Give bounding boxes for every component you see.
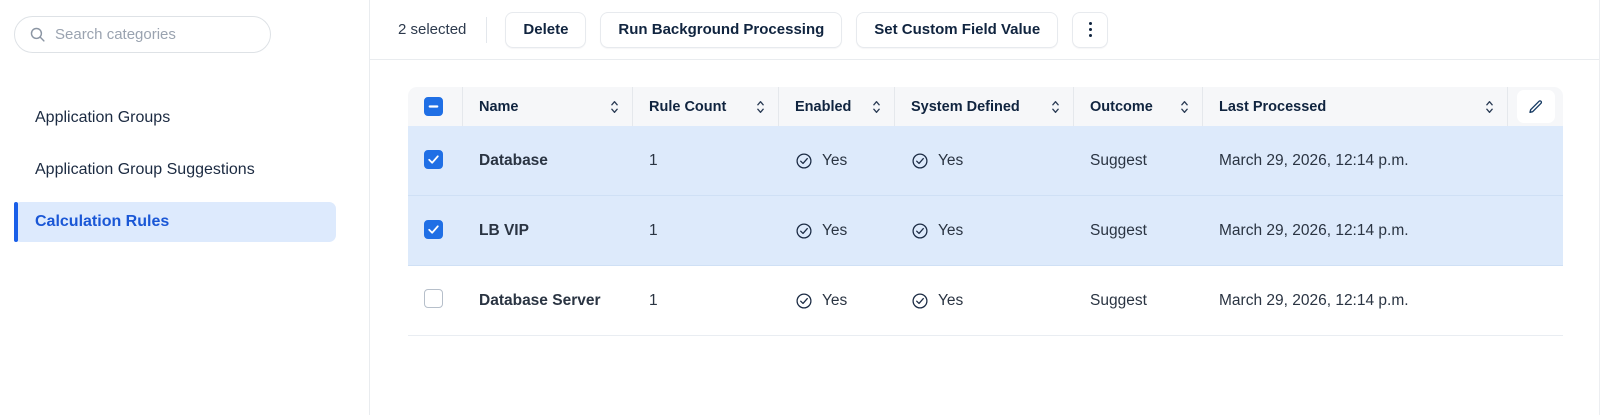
cell-last-processed: March 29, 2026, 12:14 p.m. bbox=[1203, 126, 1508, 196]
cell-system-defined: Yes bbox=[895, 266, 1074, 336]
cell-rule-count: 1 bbox=[633, 126, 779, 196]
cell-last-processed: March 29, 2026, 12:14 p.m. bbox=[1203, 266, 1508, 336]
column-label: System Defined bbox=[911, 98, 1020, 115]
cell-value: Yes bbox=[938, 291, 964, 309]
sort-arrows-icon[interactable] bbox=[1050, 99, 1061, 115]
cell-enabled: Yes bbox=[779, 196, 895, 266]
cell-value: Yes bbox=[822, 291, 848, 309]
sort-arrows-icon[interactable] bbox=[755, 99, 766, 115]
edit-columns-button[interactable] bbox=[1516, 90, 1555, 123]
cell-value: Yes bbox=[938, 151, 964, 169]
column-label: Rule Count bbox=[649, 98, 727, 115]
search-box[interactable] bbox=[14, 16, 271, 53]
sort-arrows-icon[interactable] bbox=[871, 99, 882, 115]
check-circle-icon bbox=[796, 222, 812, 239]
cell-value: Yes bbox=[822, 151, 848, 169]
sort-arrows-icon[interactable] bbox=[1179, 99, 1190, 115]
sidebar-nav: Application Groups Application Group Sug… bbox=[0, 98, 370, 254]
row-select-cell bbox=[408, 266, 463, 336]
table-row[interactable]: Database 1 Yes bbox=[408, 126, 1563, 196]
cell-rule-count: 1 bbox=[633, 196, 779, 266]
search-input[interactable] bbox=[55, 26, 256, 43]
kebab-menu-icon bbox=[1088, 22, 1092, 37]
set-custom-field-value-button[interactable]: Set Custom Field Value bbox=[856, 11, 1059, 48]
check-circle-icon bbox=[912, 292, 928, 309]
sort-arrows-icon[interactable] bbox=[1484, 99, 1495, 115]
column-header-edit bbox=[1508, 87, 1563, 126]
sidebar-item-label: Application Groups bbox=[35, 109, 171, 126]
column-label: Name bbox=[479, 98, 519, 115]
row-checkbox[interactable] bbox=[424, 150, 443, 169]
calculation-rules-table: Name Rule Count bbox=[408, 87, 1563, 336]
check-circle-icon bbox=[796, 152, 812, 169]
sidebar-item-calculation-rules[interactable]: Calculation Rules bbox=[14, 202, 336, 242]
column-header-outcome[interactable]: Outcome bbox=[1074, 87, 1203, 126]
cell-name: LB VIP bbox=[463, 196, 633, 266]
column-header-enabled[interactable]: Enabled bbox=[779, 87, 895, 126]
select-all-checkbox[interactable] bbox=[424, 97, 443, 116]
check-circle-icon bbox=[796, 292, 812, 309]
table-container: Name Rule Count bbox=[370, 60, 1600, 336]
sidebar: Application Groups Application Group Sug… bbox=[0, 0, 370, 415]
toolbar-divider bbox=[486, 16, 488, 43]
cell-row-actions bbox=[1508, 266, 1563, 336]
row-select-cell bbox=[408, 126, 463, 196]
sidebar-item-application-group-suggestions[interactable]: Application Group Suggestions bbox=[14, 150, 336, 190]
table-header-row: Name Rule Count bbox=[408, 87, 1563, 126]
selected-count-label: 2 selected bbox=[398, 21, 467, 38]
cell-enabled: Yes bbox=[779, 266, 895, 336]
sidebar-item-label: Application Group Suggestions bbox=[35, 161, 255, 178]
pencil-icon bbox=[1528, 99, 1542, 113]
check-circle-icon bbox=[912, 152, 928, 169]
table-header: Name Rule Count bbox=[408, 87, 1563, 126]
delete-button[interactable]: Delete bbox=[505, 11, 587, 48]
column-label: Last Processed bbox=[1219, 98, 1327, 115]
cell-row-actions bbox=[1508, 126, 1563, 196]
sidebar-item-label: Calculation Rules bbox=[35, 213, 170, 230]
row-select-cell bbox=[408, 196, 463, 266]
check-circle-icon bbox=[912, 222, 928, 239]
main-panel: 2 selected Delete Run Background Process… bbox=[370, 0, 1600, 415]
sidebar-item-application-groups[interactable]: Application Groups bbox=[14, 98, 336, 138]
column-header-last-processed[interactable]: Last Processed bbox=[1203, 87, 1508, 126]
cell-value: Yes bbox=[938, 221, 964, 239]
row-checkbox[interactable] bbox=[424, 220, 443, 239]
cell-system-defined: Yes bbox=[895, 126, 1074, 196]
column-label: Enabled bbox=[795, 98, 852, 115]
table-body: Database 1 Yes bbox=[408, 126, 1563, 336]
cell-enabled: Yes bbox=[779, 126, 895, 196]
cell-rule-count: 1 bbox=[633, 266, 779, 336]
cell-outcome: Suggest bbox=[1074, 126, 1203, 196]
column-label: Outcome bbox=[1090, 98, 1153, 115]
cell-name: Database bbox=[463, 126, 633, 196]
cell-value: Yes bbox=[822, 221, 848, 239]
cell-outcome: Suggest bbox=[1074, 196, 1203, 266]
row-checkbox[interactable] bbox=[424, 288, 443, 308]
bulk-action-toolbar: 2 selected Delete Run Background Process… bbox=[370, 0, 1600, 60]
cell-name: Database Server bbox=[463, 266, 633, 336]
cell-outcome: Suggest bbox=[1074, 266, 1203, 336]
search-icon bbox=[30, 27, 45, 42]
cell-row-actions bbox=[1508, 196, 1563, 266]
cell-last-processed: March 29, 2026, 12:14 p.m. bbox=[1203, 196, 1508, 266]
table-row[interactable]: LB VIP 1 Yes bbox=[408, 196, 1563, 266]
column-header-name[interactable]: Name bbox=[463, 87, 633, 126]
column-select-all bbox=[408, 87, 463, 126]
cell-system-defined: Yes bbox=[895, 196, 1074, 266]
column-header-rule-count[interactable]: Rule Count bbox=[633, 87, 779, 126]
sort-arrows-icon[interactable] bbox=[609, 99, 620, 115]
table-row[interactable]: Database Server 1 Yes bbox=[408, 266, 1563, 336]
column-header-system-defined[interactable]: System Defined bbox=[895, 87, 1074, 126]
run-background-processing-button[interactable]: Run Background Processing bbox=[600, 11, 843, 48]
more-actions-button[interactable] bbox=[1072, 11, 1109, 48]
